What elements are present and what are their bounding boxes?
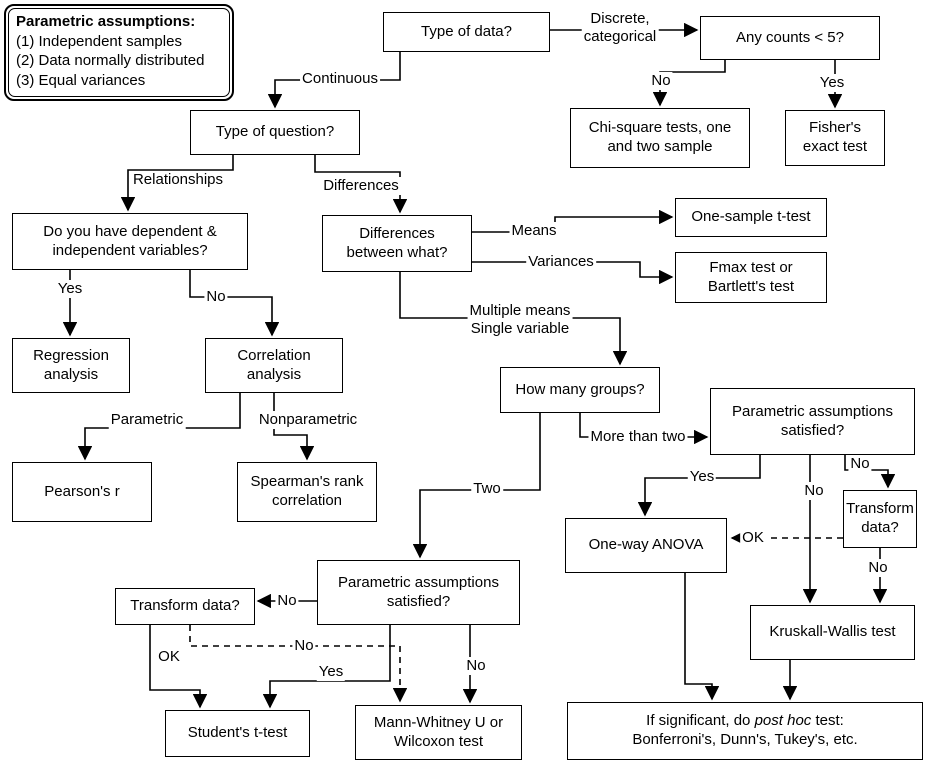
node-transform-data-left: Transform data? [115, 588, 255, 625]
post-hoc-line2: Bonferroni's, Dunn's, Tukey's, etc. [632, 731, 858, 748]
legend-item-1: (1) Independent samples [16, 32, 182, 50]
node-regression-analysis: Regression analysis [12, 338, 130, 393]
node-differences-between-what: Differences between what? [322, 215, 472, 272]
node-any-counts: Any counts < 5? [700, 16, 880, 60]
edge-label-no-mann: No [464, 657, 488, 675]
node-pearsons-r: Pearson's r [12, 462, 152, 522]
node-post-hoc: If significant, do post hoc test: Bonfer… [567, 702, 923, 760]
node-one-way-anova: One-way ANOVA [565, 518, 727, 573]
edge-label-continuous: Continuous [300, 70, 380, 88]
edge-label-yes-fisher: Yes [817, 74, 847, 92]
post-hoc-text: If significant, do post hoc test: Bonfer… [632, 712, 857, 750]
post-hoc-prefix: If significant, do [646, 712, 755, 730]
node-fishers-exact: Fisher's exact test [785, 110, 885, 166]
edge-paramlower-studentst [262, 625, 391, 709]
edge-label-no-transform-left: No [275, 592, 299, 610]
edge-label-relationships: Relationships [130, 171, 226, 189]
edge-label-no-transform-right: No [848, 455, 872, 473]
edge-anova-posthoc [684, 573, 720, 701]
edge-label-no-correlation: No [204, 288, 228, 306]
node-kruskall-wallis: Kruskall-Wallis test [750, 605, 915, 660]
node-chi-square: Chi-square tests, one and two sample [570, 108, 750, 168]
node-mann-whitney: Mann-Whitney U or Wilcoxon test [355, 705, 522, 760]
node-type-of-question: Type of question? [190, 110, 360, 155]
edge-depindep-correlation [189, 270, 280, 337]
post-hoc-italic: post hoc [754, 712, 812, 730]
edge-label-multiple-means: Multiple means Single variable [467, 302, 573, 338]
node-type-of-data: Type of data? [383, 12, 550, 52]
edge-label-nonparametric: Nonparametric [256, 411, 360, 429]
edge-label-no-transform-kruskall: No [866, 559, 890, 577]
edge-label-more-than-two: More than two [588, 428, 688, 446]
node-parametric-assumptions-lower: Parametric assumptions satisfied? [317, 560, 520, 625]
edge-diffbetween-onesample [472, 209, 674, 233]
node-spearmans-rank: Spearman's rank correlation [237, 462, 377, 522]
node-students-t-test: Student's t-test [165, 710, 310, 757]
edge-label-no-chi: No [649, 72, 673, 90]
edge-label-yes-anova: Yes [687, 468, 717, 486]
legend-item-3: (3) Equal variances [16, 71, 146, 89]
edge-label-no-dashed-mann: No [292, 637, 316, 655]
edge-transformleft-studentst [149, 625, 208, 709]
edge-label-ok-students: OK [156, 648, 182, 666]
edge-label-no-kruskall: No [802, 482, 826, 500]
legend-title: Parametric assumptions: [16, 13, 196, 30]
edge-label-means: Means [509, 222, 559, 240]
edge-typeofquestion-depindep [120, 155, 234, 212]
node-how-many-groups: How many groups? [500, 367, 660, 413]
node-fmax-bartletts: Fmax test or Bartlett's test [675, 252, 827, 303]
edge-label-differences: Differences [321, 177, 401, 195]
legend-item-2: (2) Data normally distributed [16, 52, 205, 69]
edge-label-ok-anova: OK [740, 529, 766, 547]
edge-label-two: Two [471, 480, 503, 498]
node-transform-data-right: Transform data? [843, 490, 917, 548]
edge-label-parametric: Parametric [108, 411, 186, 429]
edge-label-discrete-categorical: Discrete, categorical [581, 10, 659, 46]
legend-parametric-assumptions: Parametric assumptions: (1) Independent … [4, 4, 234, 101]
edge-label-yes-students: Yes [316, 663, 346, 681]
legend-body: Parametric assumptions: (1) Independent … [8, 8, 230, 97]
edge-label-variances: Variances [526, 253, 596, 271]
post-hoc-suffix: test: [811, 712, 844, 730]
node-correlation-analysis: Correlation analysis [205, 338, 343, 393]
node-one-sample-t-test: One-sample t-test [675, 198, 827, 237]
node-parametric-assumptions-right: Parametric assumptions satisfied? [710, 388, 915, 455]
edge-label-yes-regression: Yes [55, 280, 85, 298]
node-dependent-independent: Do you have dependent & independent vari… [12, 213, 248, 270]
